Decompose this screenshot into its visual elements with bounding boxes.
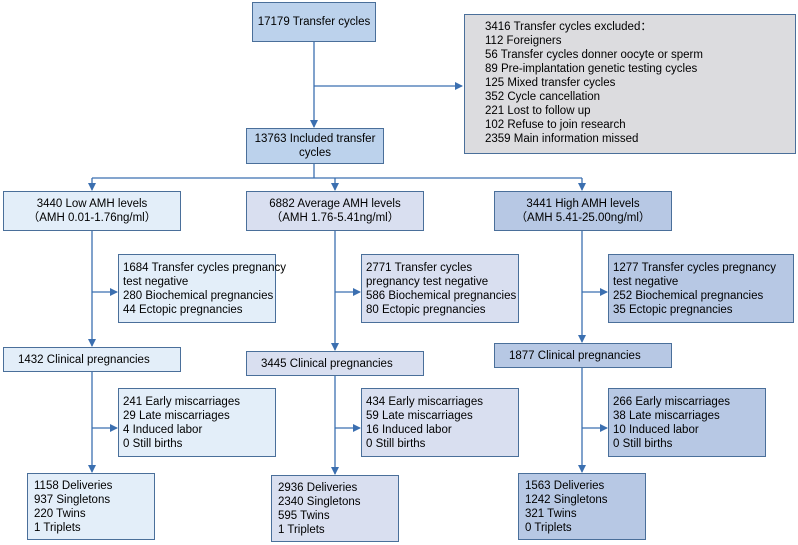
loss-line: 434 Early miscarriages: [366, 396, 483, 408]
loss-line: 38 Late miscarriages: [613, 410, 720, 422]
high-amh-negative-box: 1277 Transfer cycles pregnancy test nega…: [608, 254, 794, 323]
delivery-line: 1 Triplets: [34, 522, 81, 534]
delivery-line: 2936 Deliveries: [278, 482, 358, 494]
loss-line: 59 Late miscarriages: [366, 410, 473, 422]
average-amh-box: 6882 Average AMH levels （AMH 1.76-5.41ng…: [246, 191, 424, 231]
delivery-line: 595 Twins: [278, 510, 330, 522]
delivery-line: 1242 Singletons: [525, 494, 608, 506]
delivery-line: 1 Triplets: [278, 524, 325, 536]
delivery-line: 220 Twins: [34, 508, 86, 520]
included-line-1: 13763 Included transfer: [254, 133, 376, 145]
high-amh-deliveries-box: 1563 Deliveries 1242 Singletons 321 Twin…: [518, 473, 646, 540]
loss-line: 241 Early miscarriages: [123, 396, 240, 408]
loss-line: 4 Induced labor: [123, 424, 203, 436]
clinical-pregnancies: 1877 Clinical pregnancies: [509, 350, 641, 362]
low-amh-deliveries-box: 1158 Deliveries 937 Singletons 220 Twins…: [27, 473, 155, 540]
negative-line: 44 Ectopic pregnancies: [123, 304, 243, 316]
average-amh-range: （AMH 1.76-5.41ng/ml）: [270, 212, 400, 224]
total-transfer-cycles-box: 17179 Transfer cycles: [252, 2, 376, 42]
high-amh-count: 3441 High AMH levels: [526, 198, 640, 210]
average-amh-count: 6882 Average AMH levels: [269, 198, 401, 210]
negative-line: 586 Biochemical pregnancies: [366, 290, 517, 302]
negative-line: test negative: [123, 276, 189, 288]
excluded-item: 112 Foreigners: [485, 35, 562, 47]
high-amh-losses-box: 266 Early miscarriages 38 Late miscarria…: [608, 388, 766, 457]
average-amh-losses-box: 434 Early miscarriages 59 Late miscarria…: [361, 388, 519, 457]
negative-line: 35 Ectopic pregnancies: [613, 304, 733, 316]
included-line-2: cycles: [299, 147, 331, 159]
delivery-line: 1563 Deliveries: [525, 480, 605, 492]
average-amh-negative-box: 2771 Transfer cycles pregnancy test nega…: [361, 254, 519, 323]
clinical-pregnancies: 3445 Clinical pregnancies: [261, 358, 393, 370]
delivery-line: 1158 Deliveries: [34, 480, 113, 492]
excluded-item: 352 Cycle cancellation: [485, 91, 601, 103]
high-amh-box: 3441 High AMH levels （AMH 5.41-25.00ng/m…: [494, 191, 672, 231]
low-amh-box: 3440 Low AMH levels （AMH 0.01-1.76ng/ml）: [3, 191, 181, 231]
loss-line: 0 Still births: [366, 438, 426, 450]
loss-line: 0 Still births: [123, 438, 183, 450]
loss-line: 10 Induced labor: [613, 424, 699, 436]
negative-line: 80 Ectopic pregnancies: [366, 304, 486, 316]
delivery-line: 937 Singletons: [34, 494, 111, 506]
low-amh-losses-box: 241 Early miscarriages 29 Late miscarria…: [118, 388, 276, 457]
negative-line: 1684 Transfer cycles pregnancy: [123, 262, 287, 274]
excluded-item: 102 Refuse to join research: [485, 119, 626, 131]
low-amh-clinical-box: 1432 Clinical pregnancies: [3, 347, 181, 372]
excluded-item: 56 Transfer cycles donner oocyte or sper…: [485, 49, 703, 61]
excluded-title: 3416 Transfer cycles excluded：: [485, 21, 652, 33]
excluded-item: 125 Mixed transfer cycles: [485, 77, 616, 89]
excluded-cycles-box: 3416 Transfer cycles excluded： 112 Forei…: [464, 14, 796, 154]
average-amh-deliveries-box: 2936 Deliveries 2340 Singletons 595 Twin…: [271, 475, 399, 542]
loss-line: 266 Early miscarriages: [613, 396, 730, 408]
negative-line: 1277 Transfer cycles pregnancy: [613, 262, 777, 274]
low-amh-range: （AMH 0.01-1.76ng/ml）: [27, 212, 157, 224]
loss-line: 0 Still births: [613, 438, 673, 450]
total-transfer-cycles: 17179 Transfer cycles: [257, 16, 371, 28]
high-amh-clinical-box: 1877 Clinical pregnancies: [494, 343, 672, 368]
delivery-line: 0 Triplets: [525, 522, 572, 534]
negative-line: 252 Biochemical pregnancies: [613, 290, 764, 302]
delivery-line: 321 Twins: [525, 508, 577, 520]
negative-line: test negative: [613, 276, 679, 288]
negative-line: 280 Biochemical pregnancies: [123, 290, 274, 302]
delivery-line: 2340 Singletons: [278, 496, 361, 508]
low-amh-negative-box: 1684 Transfer cycles pregnancy test nega…: [118, 254, 287, 323]
average-amh-clinical-box: 3445 Clinical pregnancies: [246, 351, 424, 376]
negative-line: pregnancy test negative: [366, 276, 489, 288]
negative-line: 2771 Transfer cycles: [366, 262, 473, 274]
included-cycles-box: 13763 Included transfer cycles: [246, 128, 384, 164]
excluded-item: 2359 Main information missed: [485, 133, 639, 145]
loss-line: 16 Induced labor: [366, 424, 452, 436]
low-amh-count: 3440 Low AMH levels: [36, 198, 148, 210]
high-amh-range: （AMH 5.41-25.00ng/ml）: [515, 212, 651, 224]
excluded-item: 89 Pre-implantation genetic testing cycl…: [485, 63, 698, 75]
excluded-item: 221 Lost to follow up: [485, 105, 591, 117]
clinical-pregnancies: 1432 Clinical pregnancies: [18, 354, 150, 366]
loss-line: 29 Late miscarriages: [123, 410, 230, 422]
